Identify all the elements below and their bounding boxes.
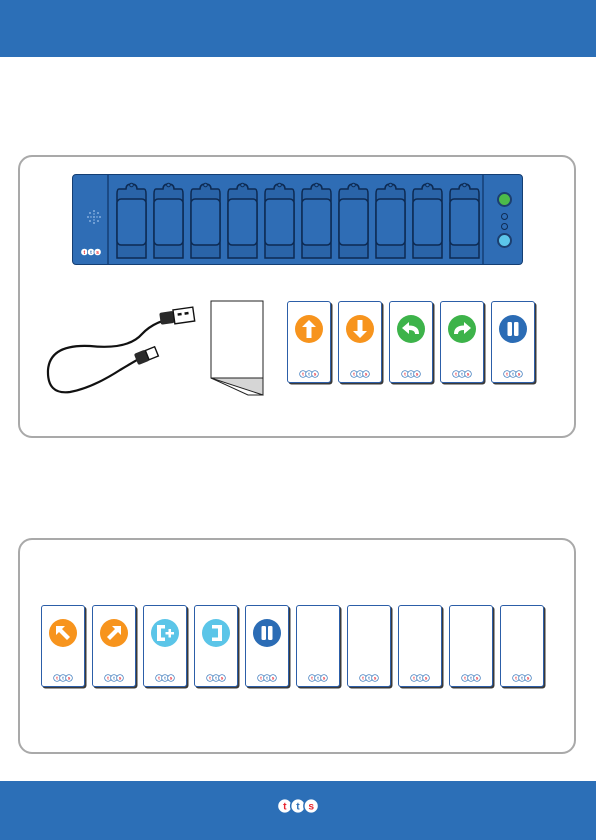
repeat-start-icon	[150, 618, 180, 648]
diagonal-left-card[interactable]	[41, 605, 85, 687]
arrow-up-icon	[294, 314, 324, 344]
card-slot[interactable]	[337, 182, 370, 260]
device-divider	[107, 175, 109, 264]
arrow-down-card[interactable]	[338, 301, 382, 383]
green-button[interactable]	[497, 192, 512, 207]
card-slot[interactable]	[115, 182, 148, 260]
small-button[interactable]	[501, 223, 508, 230]
tts-logo-icon	[512, 674, 532, 682]
tts-logo-icon	[206, 674, 226, 682]
small-button[interactable]	[501, 213, 508, 220]
cyan-button[interactable]	[497, 233, 512, 248]
pause-icon	[252, 618, 282, 648]
blank-card[interactable]	[296, 605, 340, 687]
tts-logo-icon	[53, 674, 73, 682]
tts-logo-icon	[410, 674, 430, 682]
card-slot[interactable]	[300, 182, 333, 260]
diagonal-left-icon	[48, 618, 78, 648]
blank-card[interactable]	[398, 605, 442, 687]
tts-logo-icon	[257, 674, 277, 682]
turn-right-card[interactable]	[440, 301, 484, 383]
card-slot[interactable]	[226, 182, 259, 260]
repeat-end-icon	[201, 618, 231, 648]
turn-right-icon	[447, 314, 477, 344]
device-divider	[482, 175, 484, 264]
tts-logo-icon	[461, 674, 481, 682]
tts-logo-icon	[452, 370, 472, 378]
diagonal-right-card[interactable]	[92, 605, 136, 687]
card-slot[interactable]	[448, 182, 481, 260]
card-slot[interactable]	[374, 182, 407, 260]
tts-logo-icon	[401, 370, 421, 378]
header-band	[0, 0, 596, 57]
speaker-icon	[86, 209, 102, 225]
turn-left-card[interactable]	[389, 301, 433, 383]
blank-card[interactable]	[449, 605, 493, 687]
pause-card[interactable]	[491, 301, 535, 383]
tts-logo-icon	[299, 370, 319, 378]
tts-logo-icon	[308, 674, 328, 682]
pause-icon	[498, 314, 528, 344]
tts-logo-icon	[104, 674, 124, 682]
tts-logo-icon	[276, 797, 320, 815]
arrow-down-icon	[345, 314, 375, 344]
repeat-start-card[interactable]	[143, 605, 187, 687]
tts-logo-icon	[80, 247, 102, 257]
coding-device	[72, 174, 523, 265]
arrow-up-card[interactable]	[287, 301, 331, 383]
tts-logo-icon	[155, 674, 175, 682]
card-slot[interactable]	[411, 182, 444, 260]
tts-logo-icon	[350, 370, 370, 378]
turn-left-icon	[396, 314, 426, 344]
tts-logo-icon	[503, 370, 523, 378]
repeat-end-card[interactable]	[194, 605, 238, 687]
card-slot[interactable]	[152, 182, 185, 260]
usb-cable-icon	[30, 300, 200, 400]
card-slot[interactable]	[189, 182, 222, 260]
instruction-leaflet-icon	[210, 300, 264, 396]
blank-card[interactable]	[347, 605, 391, 687]
blank-card[interactable]	[500, 605, 544, 687]
pause-card[interactable]	[245, 605, 289, 687]
diagonal-right-icon	[99, 618, 129, 648]
card-slot[interactable]	[263, 182, 296, 260]
tts-logo-icon	[359, 674, 379, 682]
